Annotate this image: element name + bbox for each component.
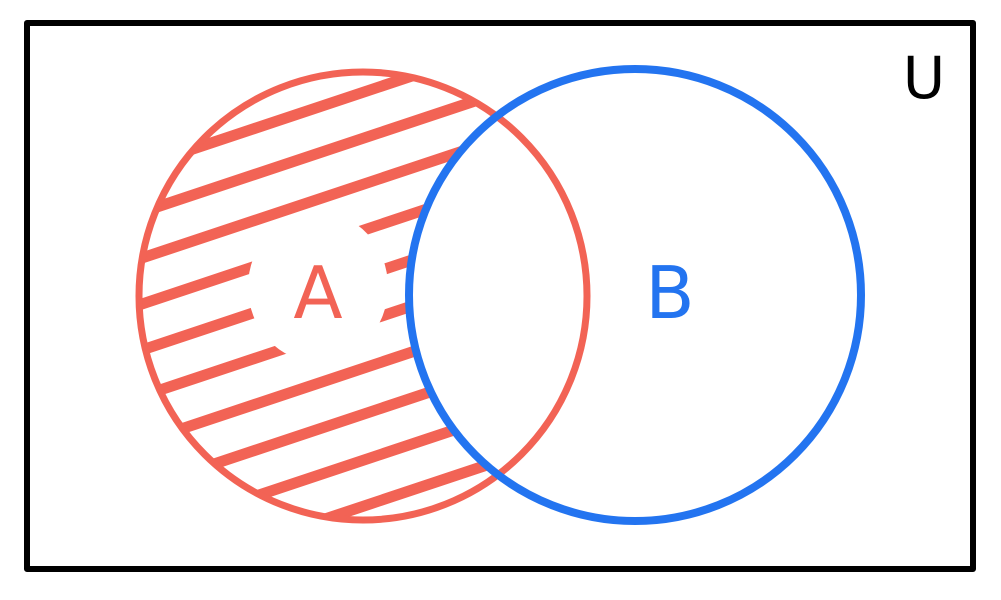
set-b-circle [405, 65, 865, 525]
set-b-label: B [645, 251, 694, 335]
universe-label: U [903, 44, 945, 112]
set-a-circle [135, 68, 591, 524]
universe-rectangle [24, 20, 976, 572]
set-a-hatching [139, 72, 587, 520]
set-a-label: A [293, 251, 342, 335]
